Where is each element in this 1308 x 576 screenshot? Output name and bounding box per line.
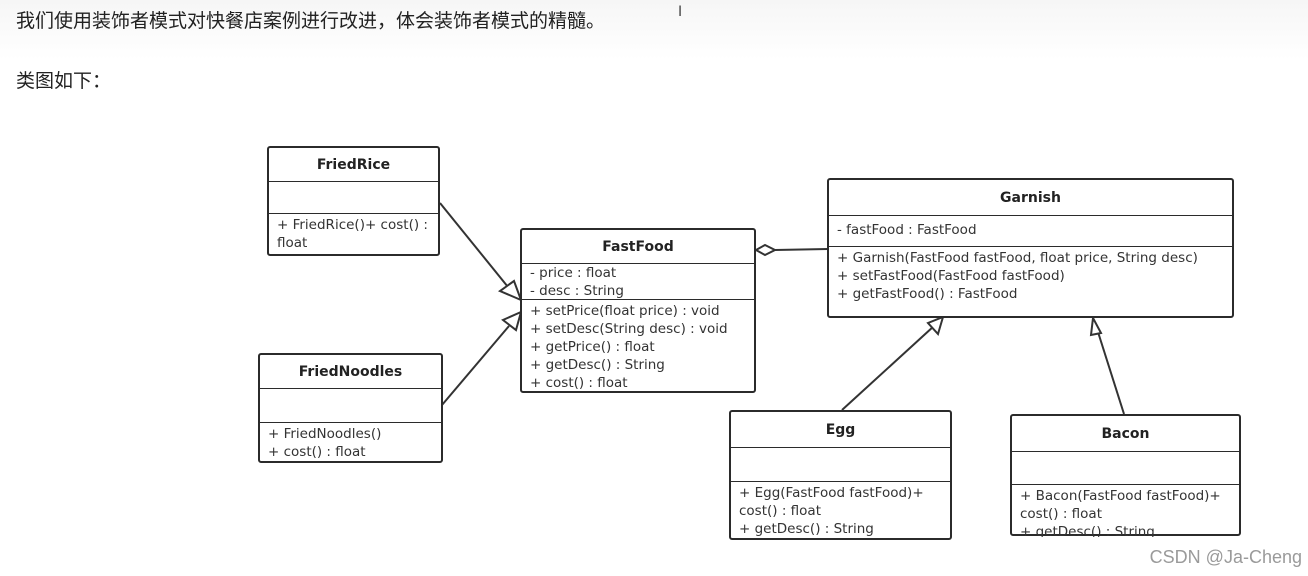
attribute-compartment (269, 182, 438, 214)
class-friedrice: FriedRice + FriedRice()+ cost() : float (267, 146, 440, 256)
operation: + getDesc() : String (739, 521, 874, 537)
edge-egg-garnish (841, 325, 935, 411)
edge-friedrice-fastfood (439, 202, 509, 288)
operation: + getPrice() : float (530, 339, 655, 355)
operation: + FriedRice()+ cost() : float (277, 217, 428, 251)
attribute-compartment (1012, 452, 1239, 485)
class-friednoodles: FriedNoodles + FriedNoodles() + cost() :… (258, 353, 443, 463)
operation: + getDesc() : String (1020, 524, 1155, 537)
intro-text: 我们使用装饰者模式对快餐店案例进行改进，体会装饰者模式的精髓。 (16, 10, 606, 32)
operation-compartment: + Garnish(FastFood fastFood, float price… (829, 247, 1232, 305)
header-background (0, 0, 1308, 60)
class-garnish: Garnish - fastFood : FastFood + Garnish(… (827, 178, 1234, 318)
operation: + setDesc(String desc) : void (530, 321, 728, 337)
operation: + getDesc() : String (530, 357, 665, 373)
attribute-compartment (731, 448, 950, 482)
text-cursor-icon: I (678, 4, 683, 20)
operation-compartment: + setPrice(float price) : void + setDesc… (522, 300, 754, 394)
class-name: FriedNoodles (260, 355, 441, 389)
class-egg: Egg + Egg(FastFood fastFood)+ cost() : f… (729, 410, 952, 540)
attribute: - desc : String (530, 283, 624, 299)
operation: + setFastFood(FastFood fastFood) (837, 268, 1065, 284)
generalization-arrow-icon (497, 279, 523, 302)
operation-compartment: + Bacon(FastFood fastFood)+ cost() : flo… (1012, 485, 1239, 537)
class-name: Egg (731, 412, 950, 448)
diagram-subheading: 类图如下： (16, 70, 112, 92)
attribute-compartment (260, 389, 441, 423)
operation: + Egg(FastFood fastFood)+ cost() : float (739, 485, 924, 519)
class-name: FastFood (522, 230, 754, 264)
operation: + cost() : float (268, 444, 366, 460)
edge-bacon-garnish (1097, 331, 1125, 415)
operation: + Garnish(FastFood fastFood, float price… (837, 250, 1198, 266)
operation: + getFastFood() : FastFood (837, 286, 1018, 302)
class-bacon: Bacon + Bacon(FastFood fastFood)+ cost()… (1010, 414, 1241, 537)
operation: + cost() : float (530, 375, 628, 391)
generalization-arrow-icon (1089, 314, 1103, 337)
watermark: CSDN @Ja-Cheng (1149, 547, 1302, 567)
edge-garnish-fastfood (774, 248, 829, 251)
attribute-compartment: - fastFood : FastFood (829, 216, 1232, 247)
generalization-arrow-icon (926, 315, 945, 336)
class-fastfood: FastFood - price : float - desc : String… (520, 228, 756, 393)
edge-friednoodles-fastfood (441, 325, 510, 406)
class-name: FriedRice (269, 148, 438, 182)
generalization-arrow-icon (501, 310, 523, 332)
attribute-compartment: - price : float - desc : String (522, 264, 754, 300)
class-name: Bacon (1012, 416, 1239, 452)
operation-compartment: + FriedNoodles() + cost() : float (260, 423, 441, 463)
operation: + setPrice(float price) : void (530, 303, 720, 319)
attribute: - fastFood : FastFood (837, 222, 977, 238)
operation-compartment: + Egg(FastFood fastFood)+ cost() : float… (731, 482, 950, 540)
class-name: Garnish (829, 180, 1232, 216)
operation: + Bacon(FastFood fastFood)+ cost() : flo… (1020, 488, 1221, 522)
aggregation-diamond-icon (753, 243, 778, 257)
operation-compartment: + FriedRice()+ cost() : float (269, 214, 438, 254)
operation: + FriedNoodles() (268, 426, 382, 442)
attribute: - price : float (530, 265, 617, 281)
